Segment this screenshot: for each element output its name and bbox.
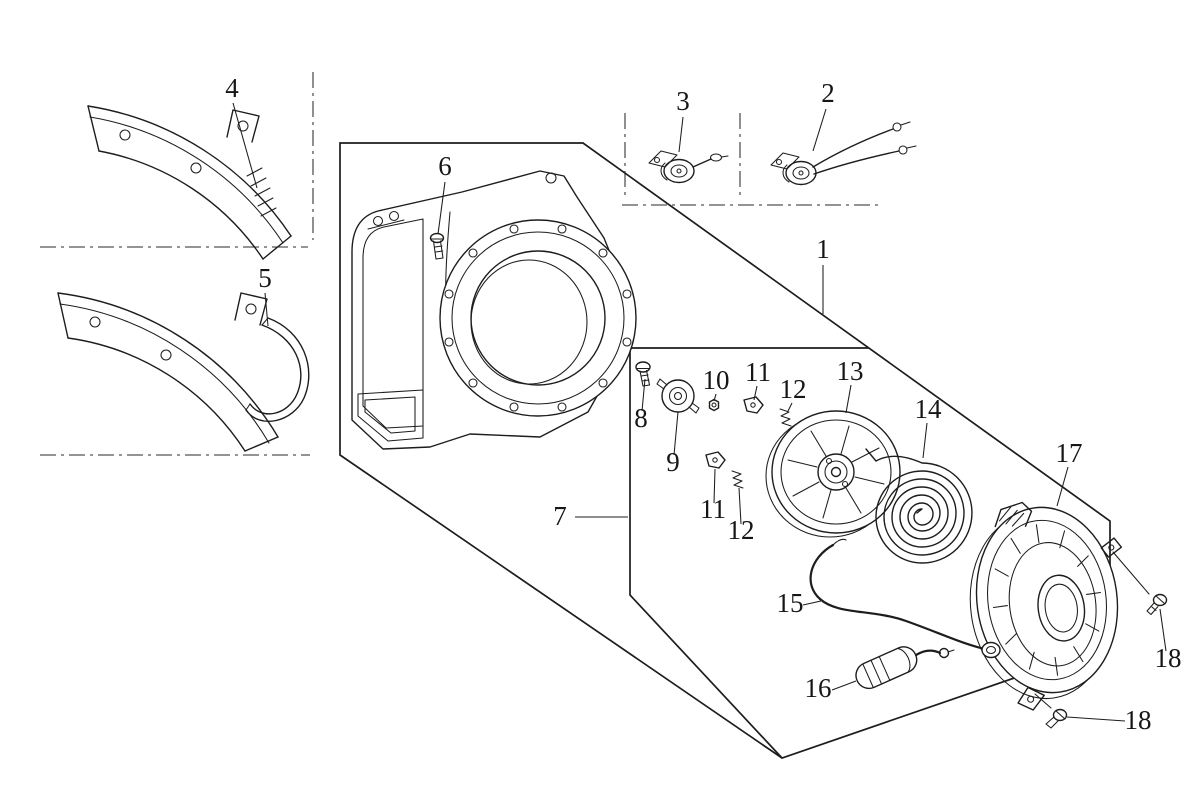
part-shroud-flange-upper: [87, 105, 292, 260]
vent-slots: [993, 524, 1101, 676]
part-friction-plate-9: [656, 378, 700, 414]
callout-4: 4: [225, 73, 239, 103]
part-switch-2: [770, 121, 917, 186]
part-bolt-8: [635, 361, 651, 387]
part-screw-18a: [1146, 593, 1168, 616]
assembly-box-7: [629, 347, 869, 759]
part-starter-housing-17: [969, 501, 1150, 711]
part-pawl-11a: [743, 396, 764, 414]
callout-6: 6: [438, 151, 452, 181]
lead-wires: [812, 121, 917, 175]
callout-10: 10: [703, 365, 730, 395]
part-shroud-flange-lower: [57, 292, 310, 452]
callout-14: 14: [915, 394, 943, 424]
callout-12b: 12: [728, 515, 755, 545]
part-switch-3: [648, 150, 729, 184]
callout-labels: 1 2 3 4 5 6 7 8 9 10 11 11 12 12 13 14 1…: [225, 73, 1181, 735]
centerline-marks: [40, 72, 882, 456]
callout-18a: 18: [1155, 643, 1182, 673]
flange-bolt-holes: [444, 224, 632, 412]
callout-5: 5: [258, 263, 272, 293]
part-starter-rope-15: [809, 538, 1001, 659]
tab-hatch: [998, 506, 1025, 527]
callout-15: 15: [777, 588, 804, 618]
callout-13: 13: [837, 356, 864, 386]
callout-3: 3: [676, 86, 690, 116]
part-fan-cover: [351, 170, 637, 450]
callout-12a: 12: [780, 374, 807, 404]
rope-knot: [938, 647, 950, 659]
part-nut-10: [708, 398, 720, 412]
part-spiral-spring-14: [865, 448, 973, 564]
callout-11a: 11: [745, 357, 771, 387]
callout-1: 1: [816, 234, 830, 264]
leader-lines: [232, 102, 1167, 722]
part-rope-reel-13: [765, 410, 901, 538]
callout-11b: 11: [700, 494, 726, 524]
callout-9: 9: [666, 447, 680, 477]
reel-spokes: [787, 425, 885, 519]
callout-8: 8: [634, 403, 648, 433]
callout-18b: 18: [1125, 705, 1152, 735]
part-spring-12b: [731, 470, 744, 489]
part-screw-18b: [1045, 708, 1068, 729]
callout-2: 2: [821, 78, 835, 108]
wire-clip: [245, 317, 310, 423]
part-spring-12a: [779, 408, 792, 427]
part-flange-bolt-6: [429, 232, 445, 260]
part-starter-grip-16: [855, 646, 955, 690]
rope-guide-bushing: [981, 641, 1001, 659]
callout-7: 7: [553, 501, 567, 531]
callout-17: 17: [1056, 438, 1083, 468]
callout-16: 16: [805, 673, 832, 703]
hatch-marks: [246, 167, 277, 217]
part-pawl-11b: [705, 451, 726, 469]
